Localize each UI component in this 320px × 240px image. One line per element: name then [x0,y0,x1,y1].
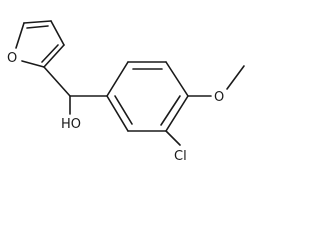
bond-benzene-3-4 [165,61,189,97]
bond-benzene-6-1-double [114,95,133,125]
bond-benzene-4-5-double [160,95,181,126]
benzene-ring [106,61,189,132]
bond-furan-c5-c4-double [26,25,49,29]
bond-furan-to-carbinol [43,66,71,97]
furan-oxygen-label: O [7,51,17,66]
bond-furan-c3-c2 [43,44,65,68]
bond-ring-to-chlorine [165,130,181,146]
bond-furan-c2-o [21,60,45,68]
structure-canvas: O HO O Cl [7,20,245,164]
methoxy-oxygen-label: O [214,90,224,105]
chlorine-label: Cl [174,149,187,164]
furan-ring [15,20,65,68]
hydroxyl-label: HO [61,117,81,132]
bond-furan-o-c5 [15,22,25,49]
bond-furan-c4-c3 [50,20,65,46]
bond-benzene-4-5 [165,95,189,132]
bond-benzene-1-2 [106,61,129,97]
chemical-structure-drawing: O HO O Cl [7,20,245,164]
bond-methoxy-o-to-methyl [226,65,245,90]
bond-furan-c5-c4 [23,20,52,24]
bond-furan-c3-c2-double [41,44,59,63]
bond-benzene-6-1 [106,95,129,132]
